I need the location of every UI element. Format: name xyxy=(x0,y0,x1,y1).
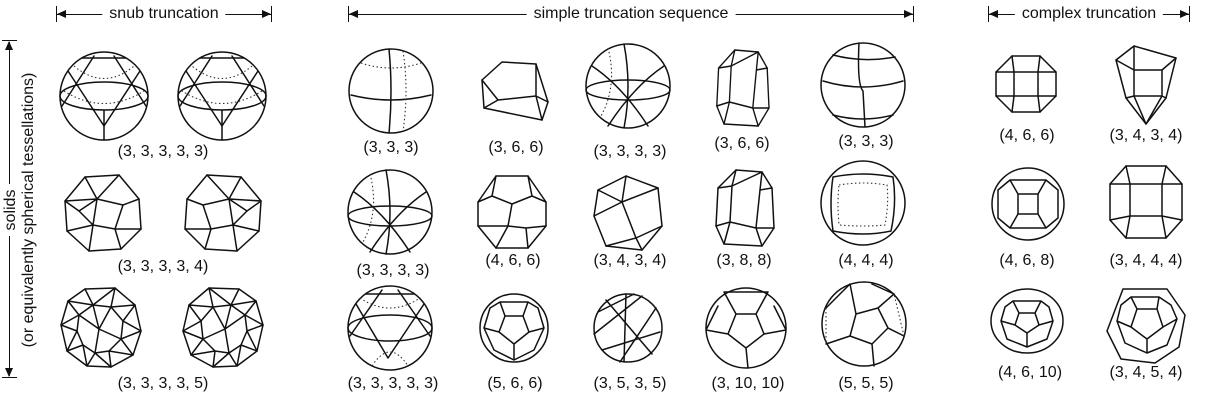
arrow-left-icon xyxy=(989,10,998,18)
figure-icosidodecahedron xyxy=(590,290,666,366)
complex-truncation-label: complex truncation xyxy=(1014,5,1164,23)
label-simple-r1-5: (3, 3, 3) xyxy=(838,133,894,150)
figure-truncated-cuboctahedron xyxy=(988,164,1068,244)
figure-icosa-sphere xyxy=(344,282,436,374)
solids-label-line2: (or equivalently spherical tessellations… xyxy=(20,66,38,354)
figure-truncated-dodecahedron xyxy=(702,284,790,372)
label-complex-r3-2: (3, 4, 5, 4) xyxy=(1109,364,1183,381)
figure-truncated-octahedron xyxy=(470,170,554,254)
figure-cuboctahedron xyxy=(586,170,670,254)
label-simple-r1-4: (3, 6, 6) xyxy=(714,135,770,152)
snub-truncation-label: snub truncation xyxy=(102,5,226,23)
label-simple-r1-3: (3, 3, 3, 3) xyxy=(593,143,667,160)
snub-truncation-header: snub truncation xyxy=(56,2,272,26)
label-complex-r2-2: (3, 4, 4, 4) xyxy=(1109,252,1183,269)
figure-rhombicosidodecahedron xyxy=(1102,280,1188,366)
arrow-left-icon xyxy=(57,10,66,18)
figure-truncated-tetrahedron xyxy=(472,50,556,134)
label-simple-r2-1: (3, 3, 3, 3) xyxy=(356,262,430,279)
simple-truncation-header: simple truncation sequence xyxy=(348,2,914,26)
label-snub-r3: (3, 3, 3, 3, 5) xyxy=(117,375,209,392)
label-simple-r2-5: (4, 4, 4) xyxy=(838,252,894,269)
label-simple-r3-5: (5, 5, 5) xyxy=(838,375,894,392)
figure-octa-sphere-2 xyxy=(344,166,436,258)
figure-dodeca-sphere xyxy=(820,280,908,368)
figure-cuboctahedron-complex xyxy=(1108,45,1184,125)
figure-rhombicuboctahedron xyxy=(1104,160,1188,244)
arrow-right-icon xyxy=(1180,10,1189,18)
figure-truncated-tetrahedron-2 xyxy=(700,46,784,130)
label-simple-r2-3: (3, 4, 3, 4) xyxy=(593,252,667,269)
label-simple-r2-2: (4, 6, 6) xyxy=(485,252,541,269)
figure-truncated-octahedron-complex xyxy=(992,50,1060,118)
figure-truncated-cube xyxy=(702,166,786,250)
figure-truncated-icosidodecahedron xyxy=(988,282,1066,360)
figure-snub-cube-right xyxy=(180,170,266,256)
figure-snub-dodec-left xyxy=(58,284,144,370)
arrow-right-icon xyxy=(904,10,913,18)
label-simple-r2-4: (3, 8, 8) xyxy=(716,252,772,269)
label-simple-r3-4: (3, 10, 10) xyxy=(711,375,785,392)
figure-snub-icosa-sphere-1 xyxy=(56,48,152,144)
arrow-right-icon xyxy=(262,10,271,18)
label-simple-r3-3: (3, 5, 3, 5) xyxy=(593,375,667,392)
label-simple-r1-1: (3, 3, 3) xyxy=(363,139,419,156)
figure-tetra-sphere-2 xyxy=(818,40,908,130)
label-simple-r3-1: (3, 3, 3, 3, 3) xyxy=(347,375,439,392)
figure-snub-icosa-sphere-2 xyxy=(174,48,270,144)
figure-truncated-icosahedron xyxy=(476,290,552,366)
complex-truncation-header: complex truncation xyxy=(988,2,1190,26)
label-simple-r1-2: (3, 6, 6) xyxy=(488,139,544,156)
label-complex-r3-1: (4, 6, 10) xyxy=(997,364,1063,381)
figure-tetra-sphere xyxy=(346,46,436,136)
arrow-up-icon xyxy=(5,41,13,50)
label-complex-r1-2: (3, 4, 3, 4) xyxy=(1109,127,1183,144)
figure-octa-sphere xyxy=(582,40,674,132)
label-complex-r1-1: (4, 6, 6) xyxy=(999,127,1055,144)
solids-label: solids (or equivalently spherical tessel… xyxy=(2,50,38,370)
arrow-down-icon xyxy=(5,368,13,377)
label-snub-r1: (3, 3, 3, 3, 3) xyxy=(117,143,209,160)
solids-axis: solids (or equivalently spherical tessel… xyxy=(0,40,48,378)
solids-label-line1: solids xyxy=(2,183,20,237)
arrow-left-icon xyxy=(349,10,358,18)
label-simple-r3-2: (5, 6, 6) xyxy=(487,375,543,392)
label-complex-r2-1: (4, 6, 8) xyxy=(999,252,1055,269)
simple-truncation-label: simple truncation sequence xyxy=(526,5,736,23)
label-snub-r2: (3, 3, 3, 3, 4) xyxy=(117,258,209,275)
figure-snub-dodec-right xyxy=(180,284,266,370)
figure-snub-cube-left xyxy=(60,170,146,256)
figure-cube-sphere xyxy=(818,158,908,248)
